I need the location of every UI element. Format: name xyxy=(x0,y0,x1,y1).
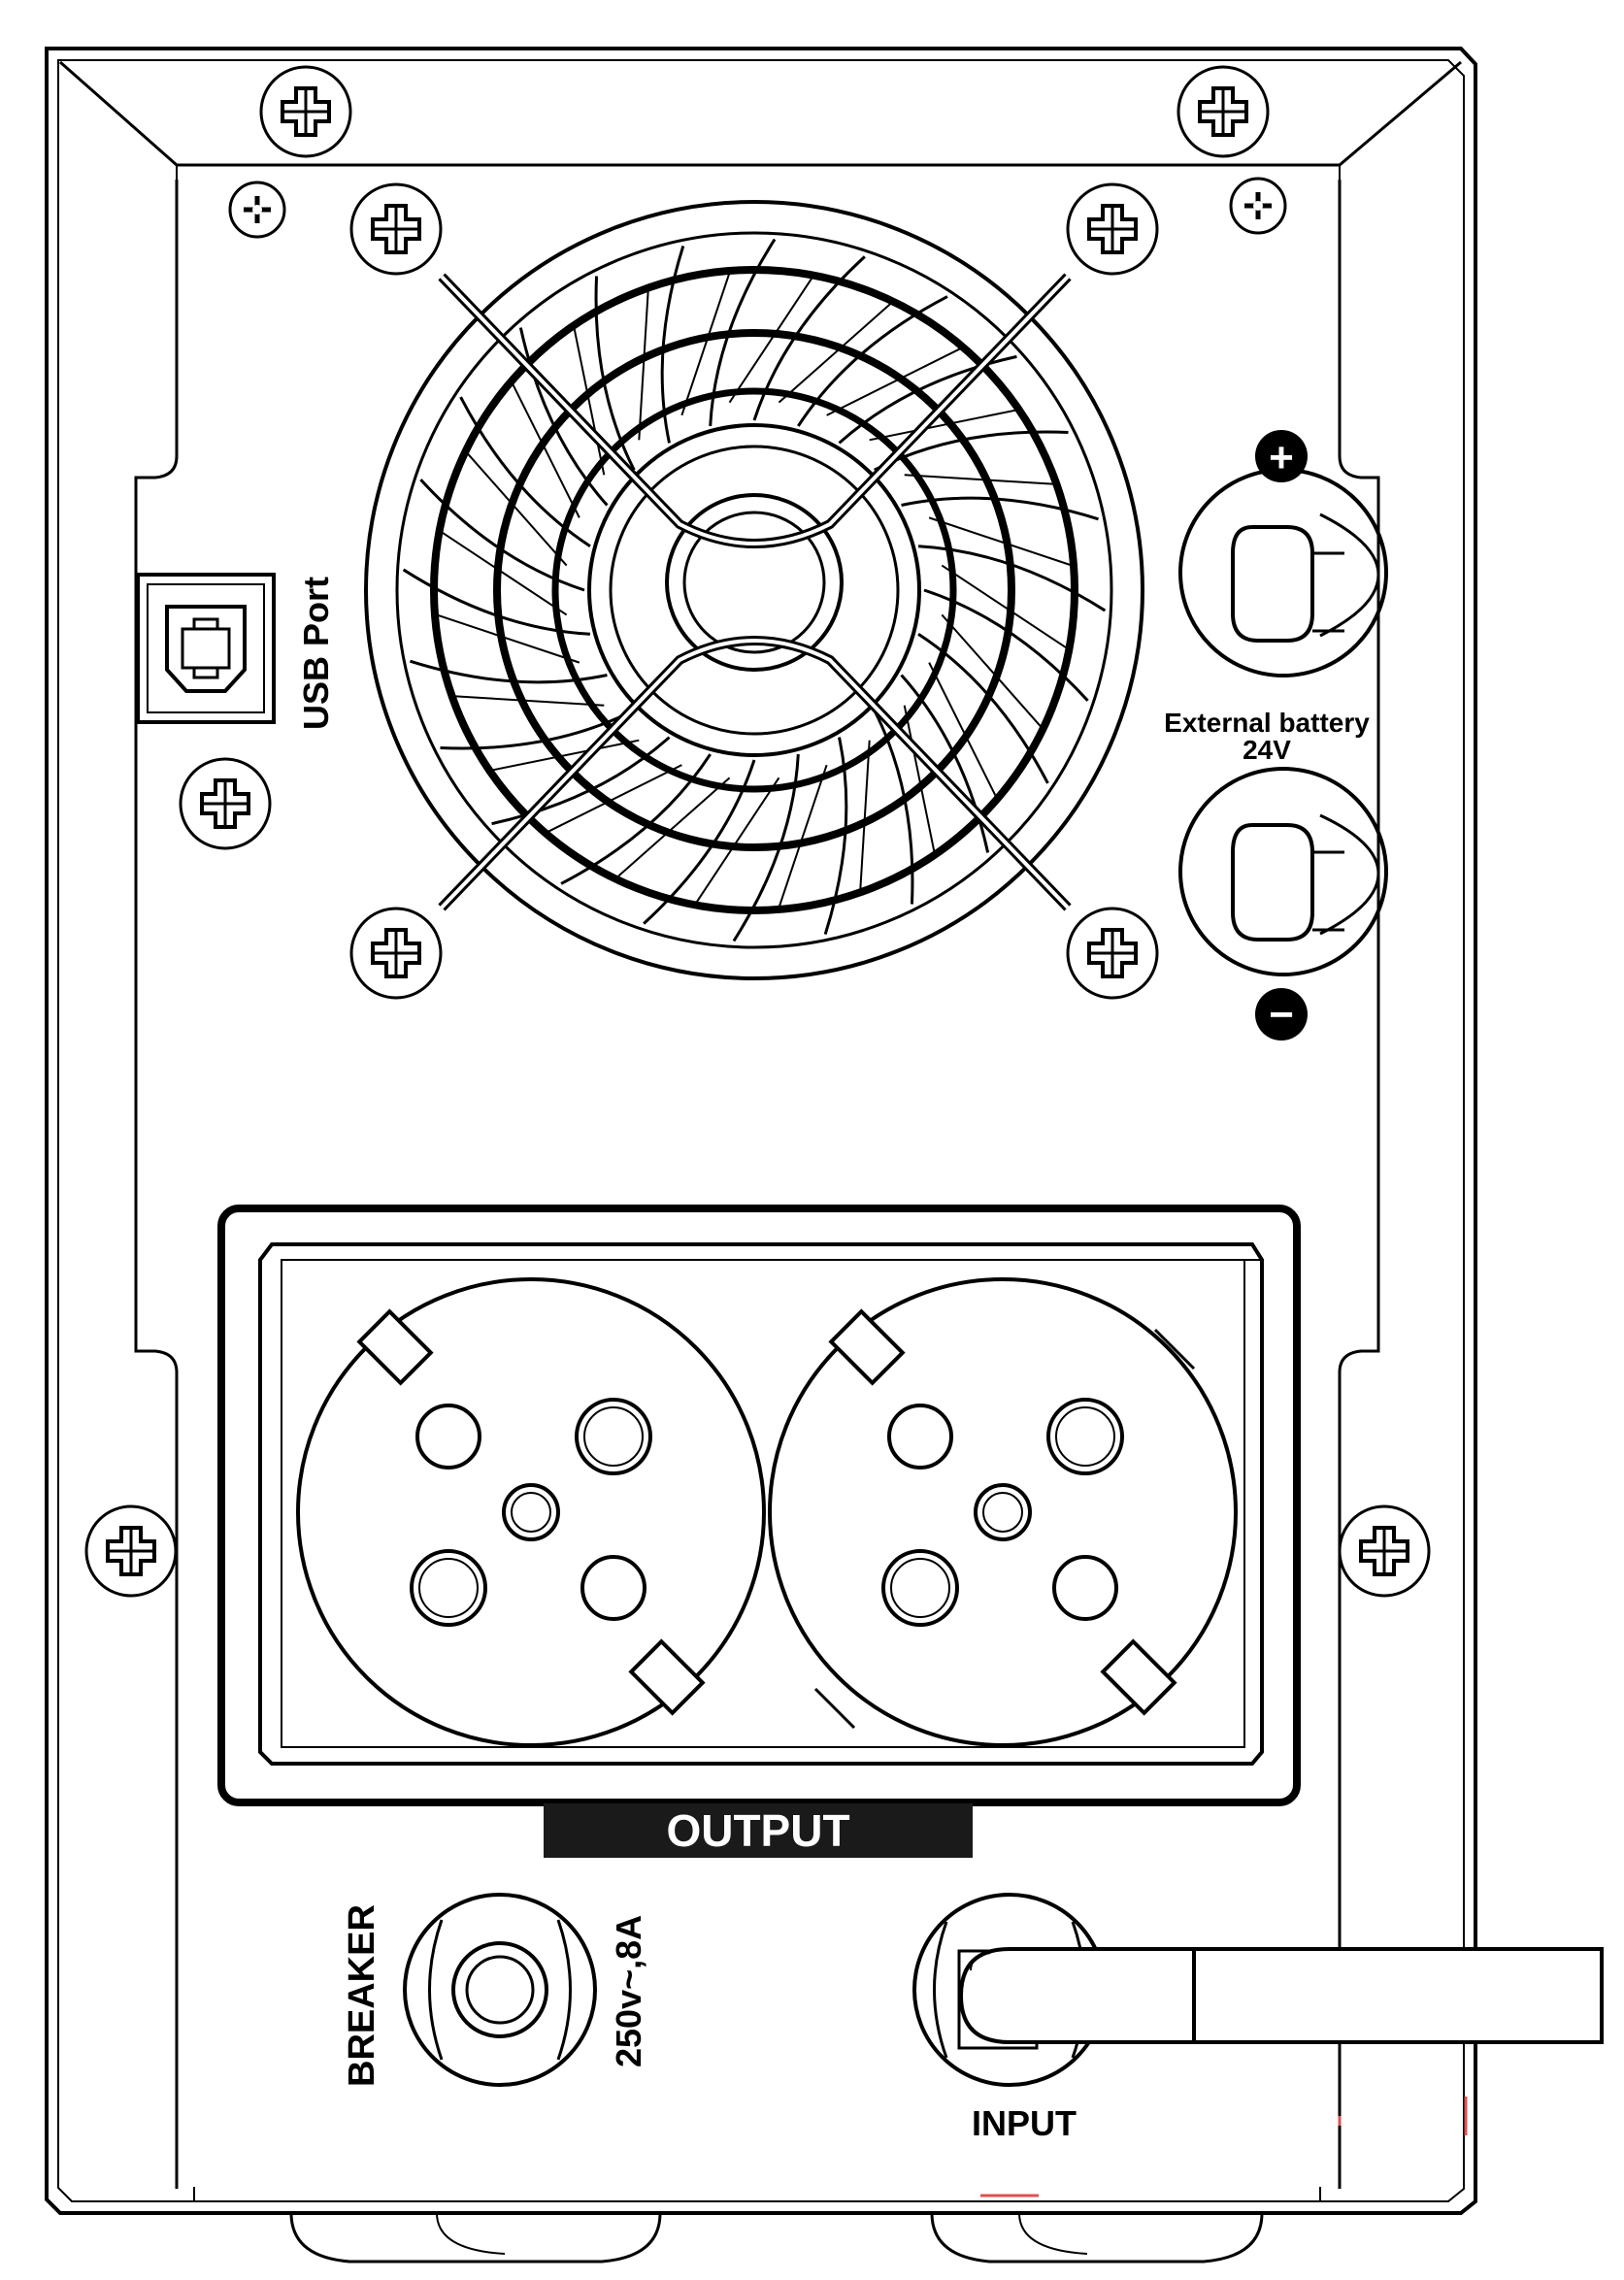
fan-blade-edge xyxy=(543,764,682,836)
fan-blade-edge xyxy=(928,662,1000,802)
fan-blade-edge xyxy=(638,285,650,441)
fan-blade-edge xyxy=(728,273,816,404)
plus-icon: + xyxy=(1255,430,1308,482)
fan-blade-edge xyxy=(778,299,896,404)
screw xyxy=(1177,65,1270,158)
fan-blade-edge xyxy=(437,528,568,616)
input-label: INPUT xyxy=(972,2103,1077,2143)
fan-guard-ring xyxy=(493,329,1015,851)
outlet-hole-ring xyxy=(890,1558,950,1618)
outlet-face xyxy=(768,1277,1238,1747)
ground-clip xyxy=(628,1638,706,1716)
fan-blade-edge xyxy=(904,474,1059,486)
screw xyxy=(259,65,352,158)
outlet-hole-ring xyxy=(1055,1406,1115,1467)
usb-port-label: USB Port xyxy=(296,577,336,730)
fan-blade-edge xyxy=(613,777,731,881)
breaker-rating: 250v~,8A xyxy=(609,1915,648,2067)
outlet-hole xyxy=(410,1549,487,1627)
outlet-hole xyxy=(887,1404,953,1470)
outlet-hole-ring xyxy=(583,1406,644,1467)
fan-blade-edge xyxy=(463,448,568,567)
fan-guard-ring xyxy=(430,266,1078,914)
fan-blade-edge xyxy=(928,516,1077,568)
cooling-fan xyxy=(364,200,1144,980)
svg-text:+: + xyxy=(1269,434,1294,481)
outlet-chamfer xyxy=(1153,1328,1196,1371)
fan-blades xyxy=(402,238,1107,942)
fan-blade-edge xyxy=(869,408,1021,442)
outlet-hole xyxy=(881,1549,959,1627)
output-socket-panel xyxy=(217,1205,1301,1806)
screw xyxy=(1066,182,1159,276)
outlet-center-hole xyxy=(502,1483,560,1541)
fan-blade-edge xyxy=(487,739,640,773)
screws xyxy=(84,65,1431,1598)
outlet-right xyxy=(768,1277,1238,1747)
fan-blade-edge xyxy=(509,379,580,518)
outlet-face xyxy=(296,1277,766,1747)
breaker-label: BREAKER xyxy=(342,1904,382,2087)
fan-blade-edge xyxy=(941,564,1072,652)
outlet-center-hole xyxy=(974,1483,1032,1541)
screw xyxy=(349,182,443,276)
screw xyxy=(1066,907,1159,1000)
fan-blade-edge xyxy=(903,705,937,857)
screw xyxy=(179,757,272,850)
fan-blade-edge xyxy=(777,764,828,912)
outlet-center-ring xyxy=(982,1492,1023,1533)
fan-blade-edge xyxy=(572,323,606,476)
external-battery-voltage: 24V xyxy=(1243,735,1291,765)
fan-guard-cross xyxy=(438,273,1072,911)
outlet-center-ring xyxy=(511,1492,551,1533)
ground-clip xyxy=(356,1308,434,1386)
fan-blade-edge xyxy=(432,612,580,664)
output-label-band xyxy=(544,1803,973,1858)
svg-text:−: − xyxy=(1269,991,1294,1039)
screw xyxy=(349,907,443,1000)
external-battery-label: External battery xyxy=(1164,708,1370,738)
breaker-switch xyxy=(403,1893,597,2087)
battery-connector-positive xyxy=(1178,468,1388,677)
ground-clip xyxy=(828,1308,906,1386)
screw xyxy=(230,182,284,237)
outlet-chamfer xyxy=(813,1687,856,1730)
fan-blade-edge xyxy=(692,777,780,908)
outlet-hole xyxy=(415,1404,481,1470)
outlet-hole-ring xyxy=(418,1558,479,1618)
accent-marks xyxy=(980,2097,1468,2197)
fan-blade-edge xyxy=(941,613,1045,732)
fan-guard-ring xyxy=(551,387,957,793)
outlet-hole xyxy=(580,1555,646,1621)
screw xyxy=(84,1504,178,1598)
outlet-hole xyxy=(1052,1555,1118,1621)
battery-connector-negative xyxy=(1178,767,1388,976)
fan-blade-edge xyxy=(449,694,605,707)
minus-icon: − xyxy=(1255,988,1308,1041)
fan-blade-edge xyxy=(826,345,966,416)
outlet-hole xyxy=(575,1398,652,1475)
chassis xyxy=(45,47,1477,2263)
screw xyxy=(1231,179,1285,233)
power-cable xyxy=(958,1947,1604,2044)
usb-port xyxy=(136,573,276,724)
outlet-hole xyxy=(1046,1398,1124,1475)
output-label: OUTPUT xyxy=(666,1805,849,1856)
screw xyxy=(1338,1504,1431,1598)
ground-clip xyxy=(1100,1638,1177,1716)
outlet-left xyxy=(296,1277,766,1747)
fan-blade-edge xyxy=(680,268,732,416)
fan-blade-edge xyxy=(858,740,871,895)
